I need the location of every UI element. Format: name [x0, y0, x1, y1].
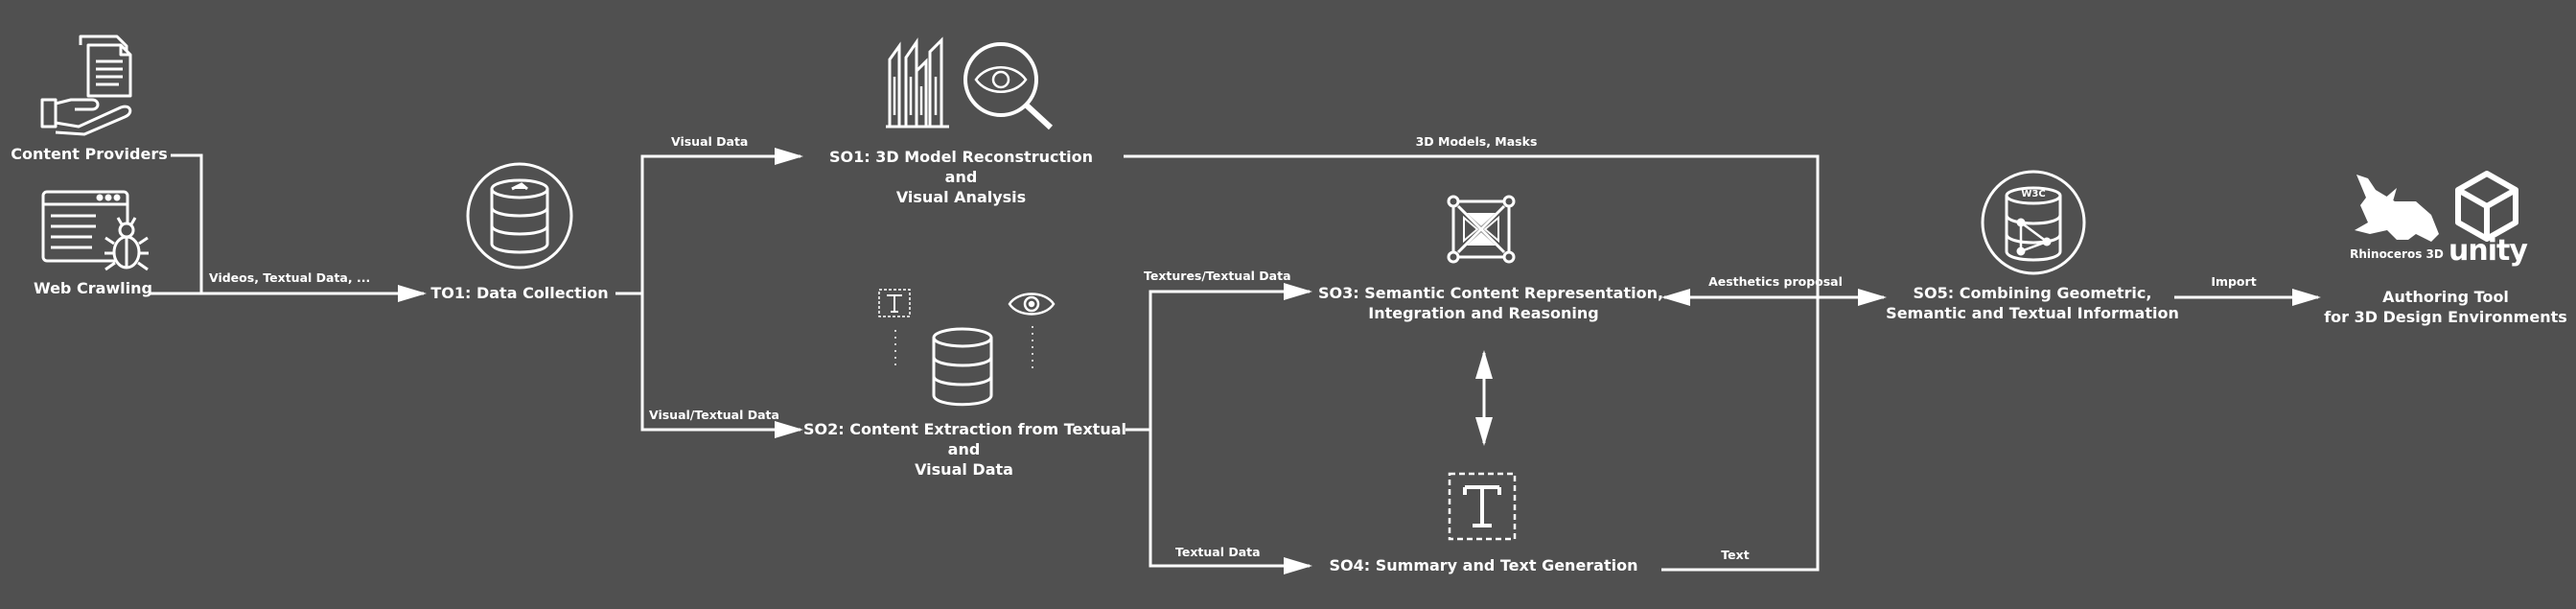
edge-label-visual-textual: Visual/Textual Data	[649, 408, 779, 422]
node-so2-line-3: Visual Data	[915, 459, 1013, 479]
edge-so1-bus	[1124, 154, 1820, 572]
node-so2-line-2: and	[947, 439, 981, 458]
node-so3-line-1: SO3: Semantic Content Representation,	[1318, 284, 1664, 302]
database-icon	[932, 327, 993, 407]
database-circle-icon	[466, 162, 573, 269]
unity-logo-icon	[2455, 171, 2518, 242]
rhino-logo-label: Rhinoceros 3D	[2350, 247, 2444, 261]
edge-to1-so1	[640, 148, 803, 293]
dotted-connectors	[894, 326, 1033, 368]
node-so1-line-3: Visual Analysis	[895, 187, 1027, 206]
edge-to1-so2	[640, 293, 803, 438]
eye-icon	[1008, 293, 1056, 316]
text-extraction-icon	[878, 289, 911, 317]
edge-label-textual-data: Textual Data	[1175, 545, 1261, 559]
edge-so2-so4	[1149, 430, 1312, 574]
node-so5-line-1: SO5: Combining Geometric,	[1913, 284, 2152, 302]
node-so3-line-2: Integration and Reasoning	[1368, 303, 1599, 322]
factory-icon	[886, 36, 949, 129]
node-so1-line-2: and	[944, 167, 978, 186]
text-generation-icon	[1448, 472, 1517, 541]
visual-analysis-icon	[963, 42, 1054, 130]
rhino-logo-icon	[2355, 175, 2439, 242]
node-so2-line-1: SO2: Content Extraction from Textual	[803, 420, 1126, 438]
node-authoring-line-1: Authoring Tool	[2382, 288, 2509, 306]
edge-providers-to1	[171, 153, 203, 293]
edge-label-aesthetics: Aesthetics proposal	[1708, 274, 1843, 289]
edge-label-text: Text	[1721, 548, 1750, 562]
edge-label-textures-textual: Textures/Textual Data	[1144, 269, 1291, 283]
edge-label-models-masks: 3D Models, Masks	[1415, 134, 1538, 149]
node-to1: TO1: Data Collection	[430, 284, 609, 302]
w3c-logo-text: W3C	[2021, 189, 2046, 199]
edge-label-import: Import	[2211, 274, 2257, 289]
node-so1: SO1: 3D Model Reconstruction and Visual …	[796, 148, 1126, 207]
node-authoring-line-2: for 3D Design Environments	[2324, 307, 2567, 326]
node-so3: SO3: Semantic Content Representation, In…	[1318, 284, 1664, 324]
edge-so2-so3	[1149, 283, 1312, 430]
node-so2: SO2: Content Extraction from Textual and…	[803, 420, 1126, 480]
label-content-providers: Content Providers	[11, 145, 168, 163]
edge-label-visual-data: Visual Data	[671, 134, 749, 149]
node-authoring-tool: Authoring Tool for 3D Design Environment…	[2320, 288, 2571, 328]
node-so1-line-1: SO1: 3D Model Reconstruction	[829, 148, 1093, 166]
node-so4: SO4: Summary and Text Generation	[1329, 556, 1638, 574]
node-so5-line-2: Semantic and Textual Information	[1886, 303, 2179, 322]
document-hand-icon	[40, 35, 132, 136]
semantic-network-icon	[1447, 195, 1516, 264]
label-web-crawling: Web Crawling	[34, 279, 152, 297]
unity-logo-label: unity	[2448, 234, 2528, 268]
node-so5: SO5: Combining Geometric, Semantic and T…	[1884, 284, 2181, 324]
web-crawler-icon	[41, 190, 149, 271]
edge-label-videos-textual: Videos, Textual Data, ...	[209, 270, 371, 285]
w3c-database-icon	[1981, 170, 2086, 275]
